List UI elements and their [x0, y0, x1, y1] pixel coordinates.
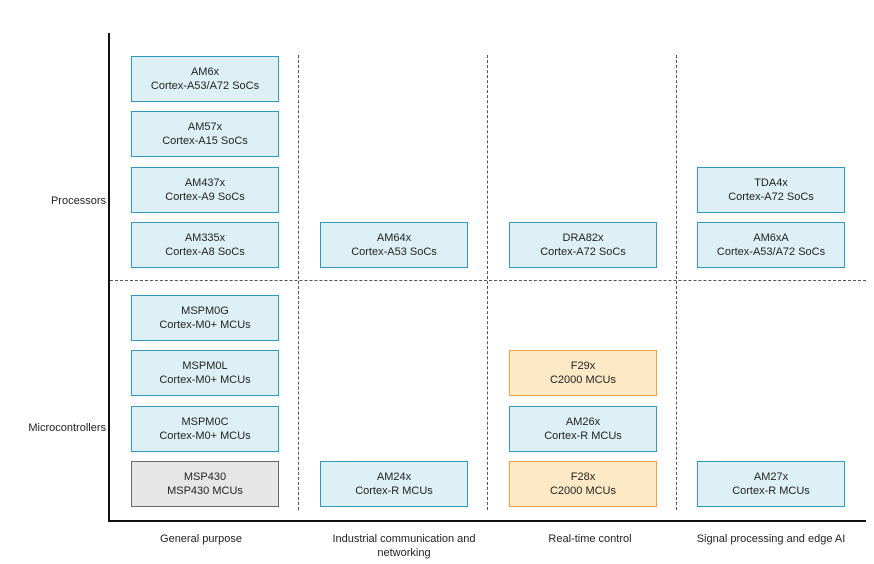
device-description: MSP430 MCUs	[167, 485, 243, 497]
device-name: AM437x	[184, 177, 226, 189]
column-divider-3	[676, 55, 677, 510]
device-name: MSPM0G	[181, 305, 229, 317]
device-name: MSPM0L	[182, 360, 228, 372]
device-description: Cortex-M0+ MCUs	[159, 430, 251, 442]
device-box-am26x: AM26x Cortex-R MCUs	[509, 406, 657, 452]
device-name: F29x	[570, 360, 596, 372]
column-divider-1	[298, 55, 299, 510]
device-box-am27x: AM27x Cortex-R MCUs	[697, 461, 845, 507]
column-label-general-purpose: General purpose	[160, 533, 242, 545]
device-description: Cortex-A15 SoCs	[162, 135, 248, 147]
device-name: AM24x	[376, 471, 412, 483]
device-box-tda4x: TDA4x Cortex-A72 SoCs	[697, 167, 845, 213]
device-description: Cortex-R MCUs	[544, 430, 622, 442]
device-description: C2000 MCUs	[549, 485, 617, 497]
device-name: AM335x	[184, 232, 226, 244]
device-box-mspm0g: MSPM0G Cortex-M0+ MCUs	[131, 295, 279, 341]
device-description: Cortex-M0+ MCUs	[159, 374, 251, 386]
row-divider	[110, 280, 866, 281]
row-label-processors: Processors	[50, 195, 106, 207]
device-name: TDA4x	[754, 177, 788, 189]
device-name: MSP430	[183, 471, 227, 483]
device-name: AM26x	[565, 416, 601, 428]
device-name: AM6x	[190, 66, 220, 78]
device-name: AM6xA	[753, 232, 789, 244]
device-name: AM57x	[187, 121, 223, 133]
device-box-am437x: AM437x Cortex-A9 SoCs	[131, 167, 279, 213]
device-description: Cortex-M0+ MCUs	[159, 319, 251, 331]
device-box-mspm0l: MSPM0L Cortex-M0+ MCUs	[131, 350, 279, 396]
device-box-am24x: AM24x Cortex-R MCUs	[320, 461, 468, 507]
device-description: Cortex-A53 SoCs	[351, 246, 437, 258]
device-box-am57x: AM57x Cortex-A15 SoCs	[131, 111, 279, 157]
column-label-industrial: Industrial communication and networking	[332, 533, 476, 559]
row-label-microcontrollers: Microcontrollers	[28, 422, 106, 434]
device-description: Cortex-A8 SoCs	[165, 246, 245, 258]
device-box-f29x: F29x C2000 MCUs	[509, 350, 657, 396]
device-name: AM64x	[376, 232, 412, 244]
device-description: Cortex-A72 SoCs	[728, 191, 814, 203]
device-description: C2000 MCUs	[549, 374, 617, 386]
device-description: Cortex-A53/A72 SoCs	[716, 246, 826, 258]
column-label-signal-processing: Signal processing and edge AI	[696, 533, 846, 545]
device-description: Cortex-A72 SoCs	[540, 246, 626, 258]
device-description: Cortex-R MCUs	[355, 485, 433, 497]
device-box-mspm0c: MSPM0C Cortex-M0+ MCUs	[131, 406, 279, 452]
x-axis-line	[108, 520, 866, 522]
column-label-real-time-control: Real-time control	[548, 533, 632, 545]
device-name: MSPM0C	[181, 416, 229, 428]
device-box-am64x: AM64x Cortex-A53 SoCs	[320, 222, 468, 268]
device-box-f28x: F28x C2000 MCUs	[509, 461, 657, 507]
device-box-am6x: AM6x Cortex-A53/A72 SoCs	[131, 56, 279, 102]
device-name: AM27x	[753, 471, 789, 483]
device-box-am6xa: AM6xA Cortex-A53/A72 SoCs	[697, 222, 845, 268]
device-box-msp430: MSP430 MSP430 MCUs	[131, 461, 279, 507]
device-box-am335x: AM335x Cortex-A8 SoCs	[131, 222, 279, 268]
device-box-dra82x: DRA82x Cortex-A72 SoCs	[509, 222, 657, 268]
column-divider-2	[487, 55, 488, 510]
device-name: DRA82x	[562, 232, 604, 244]
device-description: Cortex-A53/A72 SoCs	[150, 80, 260, 92]
y-axis-line	[108, 33, 110, 522]
device-name: F28x	[570, 471, 596, 483]
device-description: Cortex-R MCUs	[732, 485, 810, 497]
device-description: Cortex-A9 SoCs	[165, 191, 245, 203]
